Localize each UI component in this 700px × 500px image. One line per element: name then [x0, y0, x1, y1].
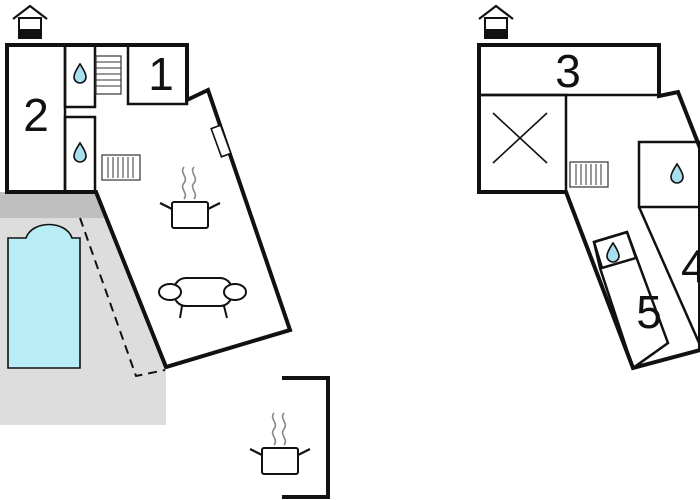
room-label-4: 4 [681, 240, 700, 292]
cooking-pot-icon [248, 411, 312, 476]
room-label-3: 3 [555, 45, 581, 97]
room-1 [126, 43, 189, 106]
room-3 [477, 43, 661, 97]
radiator-icon [569, 161, 609, 188]
terrace-dashed-border [79, 217, 166, 378]
void-area [477, 93, 568, 194]
outdoor-kitchen-walls [282, 376, 330, 499]
ground-floor: 2 1 [0, 4, 293, 425]
outdoor-kitchen [248, 376, 330, 499]
door-icon [210, 124, 232, 158]
house-entrance-icon [11, 4, 49, 40]
bathroom-upper-floor [637, 140, 700, 209]
sofa-icon [158, 277, 247, 319]
room-label-1: 1 [148, 48, 174, 100]
bathroom-upper [63, 43, 97, 109]
radiator-icon [101, 154, 141, 181]
upper-floor: 3 5 4 [477, 4, 700, 371]
bathroom-lower [63, 115, 97, 194]
terrace-shadow [0, 192, 104, 218]
void-cross-icon [492, 112, 548, 164]
swimming-pool [7, 223, 81, 369]
shower-cabin [592, 230, 638, 270]
house-entrance-icon [477, 4, 515, 40]
stairs-icon [95, 55, 122, 95]
room-4-wall [637, 206, 700, 346]
room-label-2: 2 [23, 89, 49, 141]
room-label-5: 5 [636, 286, 662, 338]
